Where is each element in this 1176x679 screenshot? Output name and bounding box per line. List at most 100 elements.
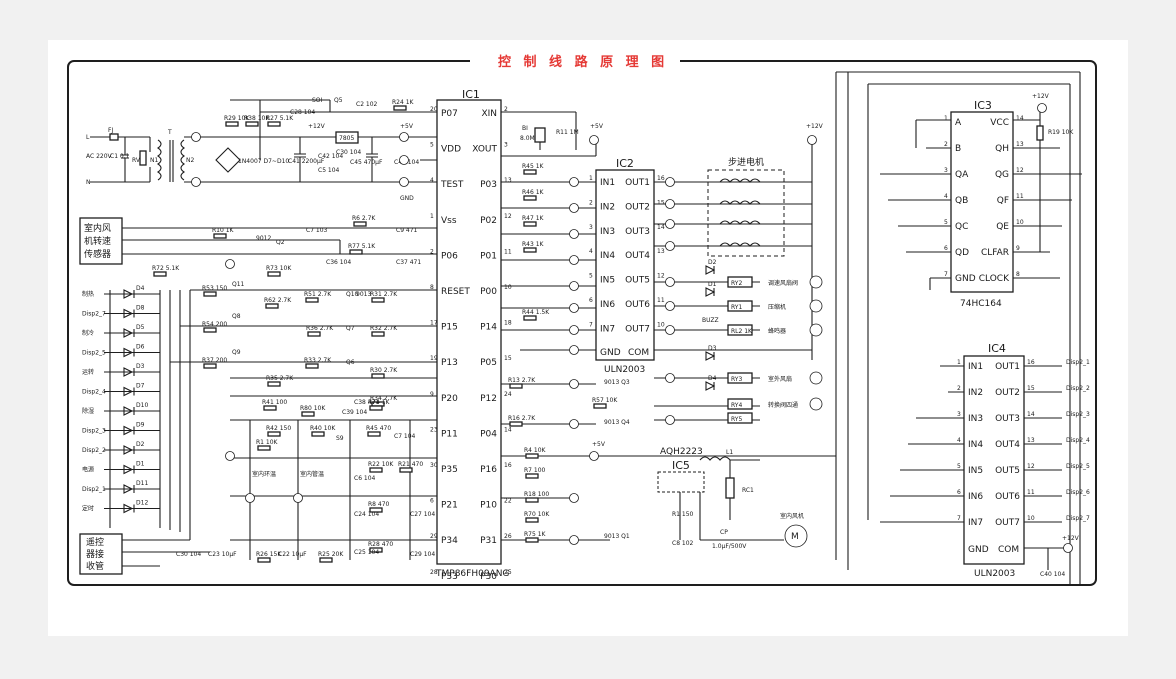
ic1-name: IC1	[462, 88, 480, 101]
rc1-label: RC1	[742, 487, 754, 494]
resistor-label: R47 1K	[522, 215, 545, 222]
ic4-out-pin-number: 14	[1027, 411, 1035, 418]
resistor-body	[267, 431, 281, 437]
terminal-connector	[665, 241, 675, 251]
resistor-label: R57 10K	[592, 397, 618, 404]
ic1-right-pin-number: 14	[504, 426, 512, 433]
ic3-left-pin-label: QA	[955, 170, 969, 180]
remote-line3: 收管	[86, 560, 104, 572]
ic1-left-pin-number: 8	[430, 284, 434, 291]
resistor-body	[203, 291, 217, 297]
flyback-diode-icon	[705, 381, 716, 391]
resistor-label: R24 1K	[392, 99, 415, 106]
p5-motor: +5V	[592, 441, 606, 448]
ic3-left-pin-label: A	[955, 118, 962, 128]
ic4-net-label: Disp2_6	[1066, 489, 1090, 496]
ic2-out-pin-number: 15	[657, 199, 665, 206]
motor-section: AQH2223 IC5 L1 RC1 CP 1.0μF/500V M 室内风机 …	[520, 123, 808, 550]
ic2-out-pin-number: 13	[657, 248, 665, 255]
bi-label: BI	[522, 125, 528, 132]
ic1-right-pin-number: 15	[504, 355, 512, 362]
diagram-title: 控 制 线 路 原 理 图	[498, 54, 668, 70]
ic1-right-pin-label: P03	[480, 180, 497, 190]
q1-label: 9013 Q1	[604, 533, 630, 540]
resistor-body	[399, 467, 413, 473]
capacitor-label: C39 104	[342, 409, 367, 416]
resistor-label: R29 10K	[224, 115, 250, 122]
resistor-label: R74 1K	[368, 399, 391, 406]
ic1-left-pin-label: RESET	[441, 287, 470, 297]
resistor-body	[523, 221, 537, 227]
motor-symbol: M	[791, 532, 799, 542]
led-ref: D4	[136, 285, 145, 292]
terminal-connector	[399, 177, 409, 187]
ic1-right-pin-label: P02	[480, 216, 497, 226]
ic3-part: 74HC164	[960, 299, 1002, 309]
ic2-in-pin-label: IN4	[600, 251, 615, 261]
terminal-connector	[225, 259, 235, 269]
terminal-connector	[665, 277, 675, 287]
ic3-left-pin-number: 7	[944, 271, 948, 278]
ic1-right-pin-label: P10	[480, 501, 497, 511]
capacitor-label: C5 104	[318, 167, 340, 174]
ic2-in-pin-number: 5	[589, 273, 593, 280]
ic1-right-pin-label: P01	[480, 251, 497, 261]
thermistor-label: 室内环温	[252, 470, 276, 478]
resistor-body	[523, 169, 537, 175]
relay-label: RY5	[731, 416, 742, 423]
load-connector	[809, 397, 823, 411]
transistor-label: Q6	[346, 359, 355, 366]
ic4-in-pin-label: IN7	[968, 518, 983, 528]
diode-ref: D1	[708, 281, 717, 288]
power-p12v: +12V	[308, 123, 326, 130]
ic1-right-pin-label: P30	[480, 572, 497, 582]
resistor-label: R28 470	[368, 541, 393, 548]
ic1-left-pin-label: P21	[441, 501, 458, 511]
resistor-label: R51 2.7K	[304, 291, 332, 298]
transistor-label: Q10	[346, 291, 359, 298]
capacitor-label: C42 104	[318, 153, 343, 160]
ic1-right-pin-number: 13	[504, 177, 512, 184]
resistor-body	[371, 331, 385, 337]
resistor-label: R1 10K	[256, 439, 279, 446]
power-diodes: 1N4007 D7~D10	[238, 158, 289, 165]
terminal-connector	[225, 451, 235, 461]
resistor-body	[369, 405, 383, 411]
power-l: L	[86, 134, 90, 141]
terminal-connector	[665, 301, 675, 311]
ic3-right-pin-label: VCC	[990, 118, 1009, 128]
relay-label: RY1	[731, 304, 742, 311]
ic2-name: IC2	[616, 157, 634, 170]
resistor-body	[523, 247, 537, 253]
ic1-left-pin-number: 6	[430, 498, 434, 505]
capacitor-label: C9 471	[396, 227, 418, 234]
resistor-label: R10 1K	[212, 227, 235, 234]
relay-coil	[727, 398, 753, 410]
ic4-net-label: Disp2_7	[1066, 515, 1090, 522]
load-label: 室外风扇	[768, 375, 792, 383]
ic4-p12: +12V	[1062, 535, 1080, 542]
transistor-label: Q8	[232, 313, 241, 320]
ic1-right-pin-label: XOUT	[472, 145, 497, 155]
resistor-body	[353, 221, 367, 227]
ic1-left-pin-number: 28	[430, 569, 438, 576]
connector-circles	[191, 103, 1073, 553]
ic3-left-pin-label: B	[955, 144, 961, 154]
capacitor-label: C37 471	[396, 259, 421, 266]
relay-coil	[727, 324, 753, 336]
ic4-out-pin-label: OUT4	[995, 440, 1020, 450]
aqh-part: AQH2223	[660, 447, 703, 457]
resistor-label: R35 2.7K	[266, 375, 294, 382]
load-label: 压缩机	[768, 303, 786, 311]
resistor-label: R30 2.7K	[370, 367, 398, 374]
ic1-right-pin-label: P12	[480, 394, 497, 404]
terminal-connector	[569, 229, 579, 239]
ic2-in-pin-number: 4	[589, 248, 593, 255]
led-ref: D7	[136, 383, 145, 390]
ic3-left-pin-number: 3	[944, 167, 948, 174]
ic2-in-pin-number: 1	[589, 175, 593, 182]
flyback-diode-icon	[705, 265, 716, 275]
ic4-in-pin-number: 6	[957, 489, 961, 496]
resistor-label: R54 200	[202, 321, 227, 328]
